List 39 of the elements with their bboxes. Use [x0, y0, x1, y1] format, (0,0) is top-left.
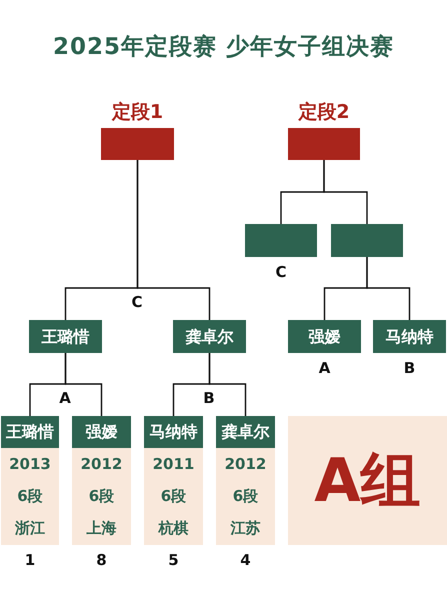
bracket-line — [323, 160, 368, 224]
dan-rank: 6段 — [17, 486, 43, 506]
region-name: 浙江 — [15, 518, 45, 538]
group-title: A组 — [314, 446, 421, 516]
match-label: A — [59, 389, 71, 407]
seed-number: 5 — [168, 551, 179, 569]
seed-number: 4 — [240, 551, 251, 569]
region-name: 杭棋 — [158, 518, 188, 538]
match-letter: B — [404, 359, 416, 377]
name-header: 龚卓尔 — [216, 416, 275, 448]
bracket-line — [136, 160, 210, 320]
name-header: 马纳特 — [144, 416, 203, 448]
birth-year: 2012 — [80, 454, 122, 474]
name-header: 强嫒 — [72, 416, 131, 448]
match-letter: A — [318, 359, 330, 377]
region-name: 上海 — [86, 518, 116, 538]
seed-number: 1 — [24, 551, 36, 569]
birth-year: 2013 — [9, 454, 51, 474]
round-heading: 定段2 — [298, 100, 350, 124]
match-label: C — [132, 293, 142, 311]
match-letter: C — [275, 263, 286, 281]
birth-year: 2012 — [224, 454, 266, 474]
player-slot: 马纳特 — [373, 320, 446, 353]
birth-year: 2011 — [152, 454, 194, 474]
bracket-line — [366, 257, 410, 320]
round-heading: 定段1 — [112, 100, 164, 124]
player-slot: 王璐惜 — [29, 320, 102, 353]
region-name: 江苏 — [230, 518, 260, 538]
name-header: 王璐惜 — [1, 416, 59, 448]
diagram-title: 2025年定段赛 少年女子组决赛 — [52, 33, 394, 62]
dan-rank: 6段 — [232, 486, 258, 506]
player-slot: 龚卓尔 — [173, 320, 246, 353]
bracket-line — [208, 353, 246, 416]
seed-number: 8 — [96, 551, 107, 569]
dan-rank: 6段 — [88, 486, 114, 506]
match-label: B — [203, 389, 215, 407]
player-slot: 强嫒 — [288, 320, 361, 353]
bracket-line — [64, 353, 102, 416]
dan-rank: 6段 — [160, 486, 186, 506]
